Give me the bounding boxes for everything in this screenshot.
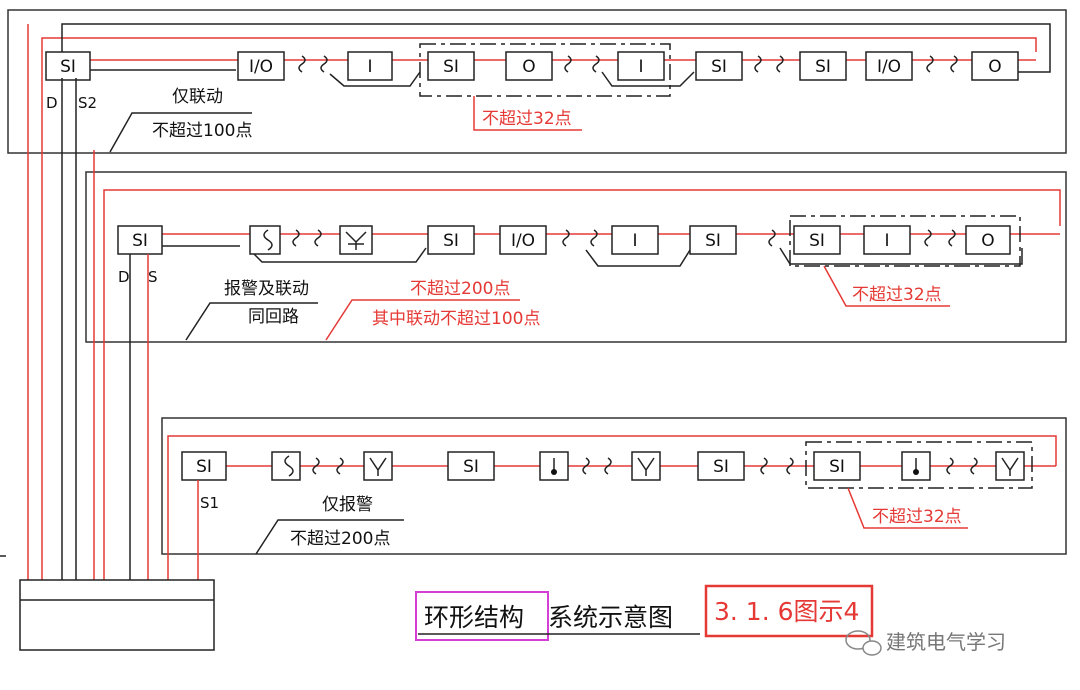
- loop-3-device-3: [697, 451, 745, 481]
- loop-1-device-4: [427, 51, 475, 81]
- loop-2-red-note-1: 不超过200点: [410, 279, 510, 299]
- loop-3-device-4: [813, 451, 861, 481]
- title-boxed: 环形结构: [424, 603, 524, 632]
- loop-2-note-top: 报警及联动: [224, 279, 309, 299]
- loop-1-note-bottom: 不超过100点: [152, 121, 252, 141]
- trunk-wires: [27, 24, 149, 580]
- watermark: 建筑电气学习: [886, 630, 1006, 654]
- heat-detector-icon: [1001, 457, 1019, 476]
- loop-2: SI SI I/O I SI SI I O D S 报警及联动 同回路: [85, 171, 1067, 343]
- loop-1-break-marks: [298, 55, 958, 73]
- heat-detector-icon: [637, 457, 655, 476]
- loop-1-device-8-label: SI: [815, 57, 831, 77]
- loop-1: SI I/O I SI O I SI SI I/O O D S2 仅联动: [7, 9, 1067, 154]
- loop-1-device-5-label: O: [522, 57, 535, 77]
- wechat-icon: [845, 630, 882, 656]
- loop-3-heat-detector-1: [363, 451, 393, 481]
- loop-1-group-note: 不超过32点: [482, 109, 572, 129]
- loop-2-device-3-label: I/O: [511, 231, 535, 251]
- loop-2-wire-label-s: S: [148, 268, 158, 286]
- loop-3-device-4-label: SI: [829, 457, 845, 477]
- loop-2-group-note: 不超过32点: [852, 285, 942, 305]
- heat-detector-icon: [345, 231, 367, 250]
- loop-2-device-3: [499, 225, 547, 255]
- loop-2-device-6: [793, 225, 841, 255]
- loop-2-device-5-label: SI: [705, 231, 721, 251]
- loop-2-wire-label-d: D: [118, 268, 130, 286]
- loop-3-device-1: [181, 451, 227, 481]
- loop-2-device-2: [427, 225, 475, 255]
- loop-1-device-4-label: SI: [443, 57, 459, 77]
- loop-1-device-10: [971, 51, 1019, 81]
- loop-2-device-4-label: I: [632, 231, 637, 251]
- loop-3-heat-detector-3: [995, 451, 1025, 481]
- loop-1-device-7-label: SI: [711, 57, 727, 77]
- loop-3-note-bottom: 不超过200点: [290, 529, 390, 549]
- loop-1-device-3: [347, 51, 393, 81]
- loop-3-group-box: [805, 441, 1033, 489]
- loop-2-device-7: [863, 225, 911, 255]
- loop-1-frame: [7, 9, 1067, 154]
- loop-3-break-marks: [312, 457, 978, 475]
- loop-2-device-7-label: I: [884, 231, 889, 251]
- loop-1-device-7: [695, 51, 743, 81]
- loop-2-device-8: [965, 225, 1011, 255]
- loop-2-device-2-label: SI: [443, 231, 459, 251]
- loop-3-wire-label-s1: S1: [200, 494, 219, 512]
- loop-1-device-5: [505, 51, 553, 81]
- loop-2-device-4: [611, 225, 659, 255]
- loop-1-device-1: [45, 51, 91, 81]
- loop-1-device-8: [799, 51, 847, 81]
- smoke-detector-icon: [263, 229, 273, 251]
- loop-2-red-note-2: 其中联动不超过100点: [372, 309, 540, 329]
- loop-1-device-6-label: I: [638, 57, 643, 77]
- loop-1-device-1-label: SI: [60, 57, 76, 77]
- smoke-detector-icon: [284, 455, 294, 477]
- loop-3-smoke-detector: [271, 451, 301, 481]
- loop-1-device-2: [237, 51, 285, 81]
- loop-2-device-1: [117, 225, 163, 255]
- loop-1-device-9-label: I/O: [877, 57, 901, 77]
- loop-3-device-2: [447, 451, 495, 481]
- loop-3-note-top: 仅报警: [322, 495, 373, 515]
- loop-2-note-bottom: 同回路: [248, 307, 299, 327]
- loop-1-wire-label-d: D: [46, 94, 58, 112]
- loop-1-group-box: [419, 43, 671, 97]
- title-rest: 系统示意图: [548, 603, 673, 632]
- figure-ref-box: [704, 584, 874, 638]
- manual-button-dot: [913, 469, 919, 475]
- loop-2-group-box: [789, 215, 1021, 267]
- loop-1-wire-label-s2: S2: [78, 94, 97, 112]
- loop-2-break-marks: [292, 229, 956, 247]
- loop-3: SI SI SI SI S1 仅报警 不超过200: [161, 417, 1067, 580]
- loop-1-device-10-label: O: [988, 57, 1001, 77]
- loop-1-device-2-label: I/O: [249, 57, 273, 77]
- title-highlight-box: [415, 591, 549, 641]
- loop-1-note-top: 仅联动: [172, 87, 223, 107]
- fire-alarm-controller: [19, 579, 215, 651]
- loop-3-device-1-label: SI: [196, 457, 212, 477]
- loop-1-device-3-label: I: [367, 57, 372, 77]
- figure-ref: 3. 1. 6图示4: [714, 597, 859, 626]
- loop-2-device-1-label: SI: [132, 231, 148, 251]
- loop-2-smoke-detector: [249, 225, 281, 255]
- loop-3-group-note: 不超过32点: [872, 507, 962, 527]
- loop-1-device-6: [617, 51, 665, 81]
- loop-2-device-8-label: O: [981, 231, 994, 251]
- heat-detector-icon: [369, 457, 387, 476]
- manual-button-dot: [551, 469, 557, 475]
- loop-3-device-2-label: SI: [463, 457, 479, 477]
- loop-1-device-9: [865, 51, 913, 81]
- loop-2-frame: [85, 171, 1067, 343]
- loop-3-frame: [161, 417, 1067, 555]
- loop-2-device-6-label: SI: [809, 231, 825, 251]
- loop-3-device-3-label: SI: [713, 457, 729, 477]
- loop-2-device-5: [689, 225, 737, 255]
